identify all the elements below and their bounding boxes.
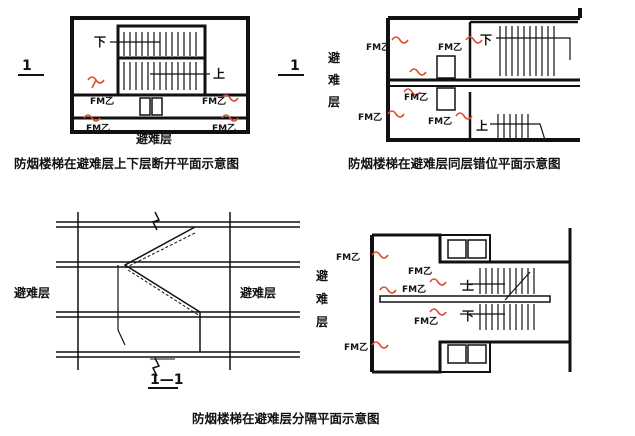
fire-door-icon xyxy=(403,88,421,96)
shaft xyxy=(447,344,467,364)
label-fire-door: FM乙 xyxy=(90,96,114,107)
label-up: 上 xyxy=(462,278,474,293)
plan-separated xyxy=(370,228,572,374)
section-mark-left: 1 xyxy=(22,58,32,74)
label-fire-door: FM乙 xyxy=(366,42,390,53)
caption-bottom: 防烟楼梯在避难层分隔平面示意图 xyxy=(192,411,380,426)
label-down: 下 xyxy=(462,309,474,323)
plan-split-floors xyxy=(18,16,304,134)
label-refuge-floor-left: 避难层 xyxy=(14,285,50,300)
stair-treads-lower xyxy=(123,62,197,90)
section-title: 1—1 xyxy=(150,372,183,388)
stair-treads xyxy=(497,114,529,138)
section-view xyxy=(56,211,300,389)
fire-door-icon xyxy=(87,76,105,89)
shaft xyxy=(467,344,487,364)
label-fire-door: FM乙 xyxy=(404,92,428,103)
shaft xyxy=(151,97,163,116)
label-fire-door: FM乙 xyxy=(336,252,360,263)
label-refuge-v1: 避 xyxy=(328,50,340,65)
label-refuge-v2: 难 xyxy=(315,291,328,306)
stair-room xyxy=(116,24,207,97)
fire-door-icon xyxy=(83,114,101,122)
fire-door-icon xyxy=(221,114,239,122)
shaft xyxy=(139,97,151,116)
shaft xyxy=(447,239,467,259)
fire-door-icon xyxy=(429,278,447,286)
shaft xyxy=(467,239,487,259)
fire-door-icon xyxy=(455,112,473,120)
label-fire-door: FM乙 xyxy=(212,123,236,134)
caption-top-right: 防烟楼梯在避难层同层错位平面示意图 xyxy=(348,156,561,171)
section-mark-right: 1 xyxy=(290,58,300,74)
shaft xyxy=(436,55,456,79)
label-down: 下 xyxy=(480,33,492,47)
label-fire-door: FM乙 xyxy=(428,116,452,127)
stair-treads-upper xyxy=(123,32,197,56)
shaft xyxy=(436,87,456,111)
label-fire-door: FM乙 xyxy=(402,284,426,295)
label-refuge-v3: 层 xyxy=(316,315,328,329)
fire-door-icon xyxy=(465,36,483,44)
label-refuge-v1: 避 xyxy=(316,268,328,283)
stair-treads xyxy=(479,268,535,330)
fire-door-icon xyxy=(371,251,389,259)
fire-door-icon xyxy=(379,286,397,294)
label-fire-door: FM乙 xyxy=(86,123,110,134)
label-up: 上 xyxy=(476,118,488,133)
fire-door-icon xyxy=(429,308,447,316)
label-fire-door: FM乙 xyxy=(202,96,226,107)
break-mark xyxy=(151,211,161,231)
fire-door-icon xyxy=(409,68,427,76)
fire-door-icon xyxy=(371,341,389,349)
label-refuge-floor: 避难层 xyxy=(136,131,172,146)
fire-door-icon xyxy=(221,94,239,102)
label-down: 下 xyxy=(94,35,106,49)
fire-door-icon xyxy=(387,110,405,118)
label-fire-door: FM乙 xyxy=(344,342,368,353)
label-up: 上 xyxy=(213,66,225,81)
label-fire-door: FM乙 xyxy=(408,266,432,277)
label-refuge-v2: 难 xyxy=(327,72,340,87)
label-refuge-floor-right: 避难层 xyxy=(240,285,276,300)
fire-door-icon xyxy=(391,36,409,44)
plan-staggered xyxy=(386,8,582,142)
stair-treads xyxy=(499,26,555,76)
label-refuge-v3: 层 xyxy=(328,95,340,109)
caption-top-left: 防烟楼梯在避难层上下层断开平面示意图 xyxy=(14,156,239,171)
label-fire-door: FM乙 xyxy=(414,316,438,327)
separation-wall xyxy=(379,295,551,303)
break-mark xyxy=(151,357,161,377)
label-fire-door: FM乙 xyxy=(358,112,382,123)
label-fire-door: FM乙 xyxy=(438,42,462,53)
